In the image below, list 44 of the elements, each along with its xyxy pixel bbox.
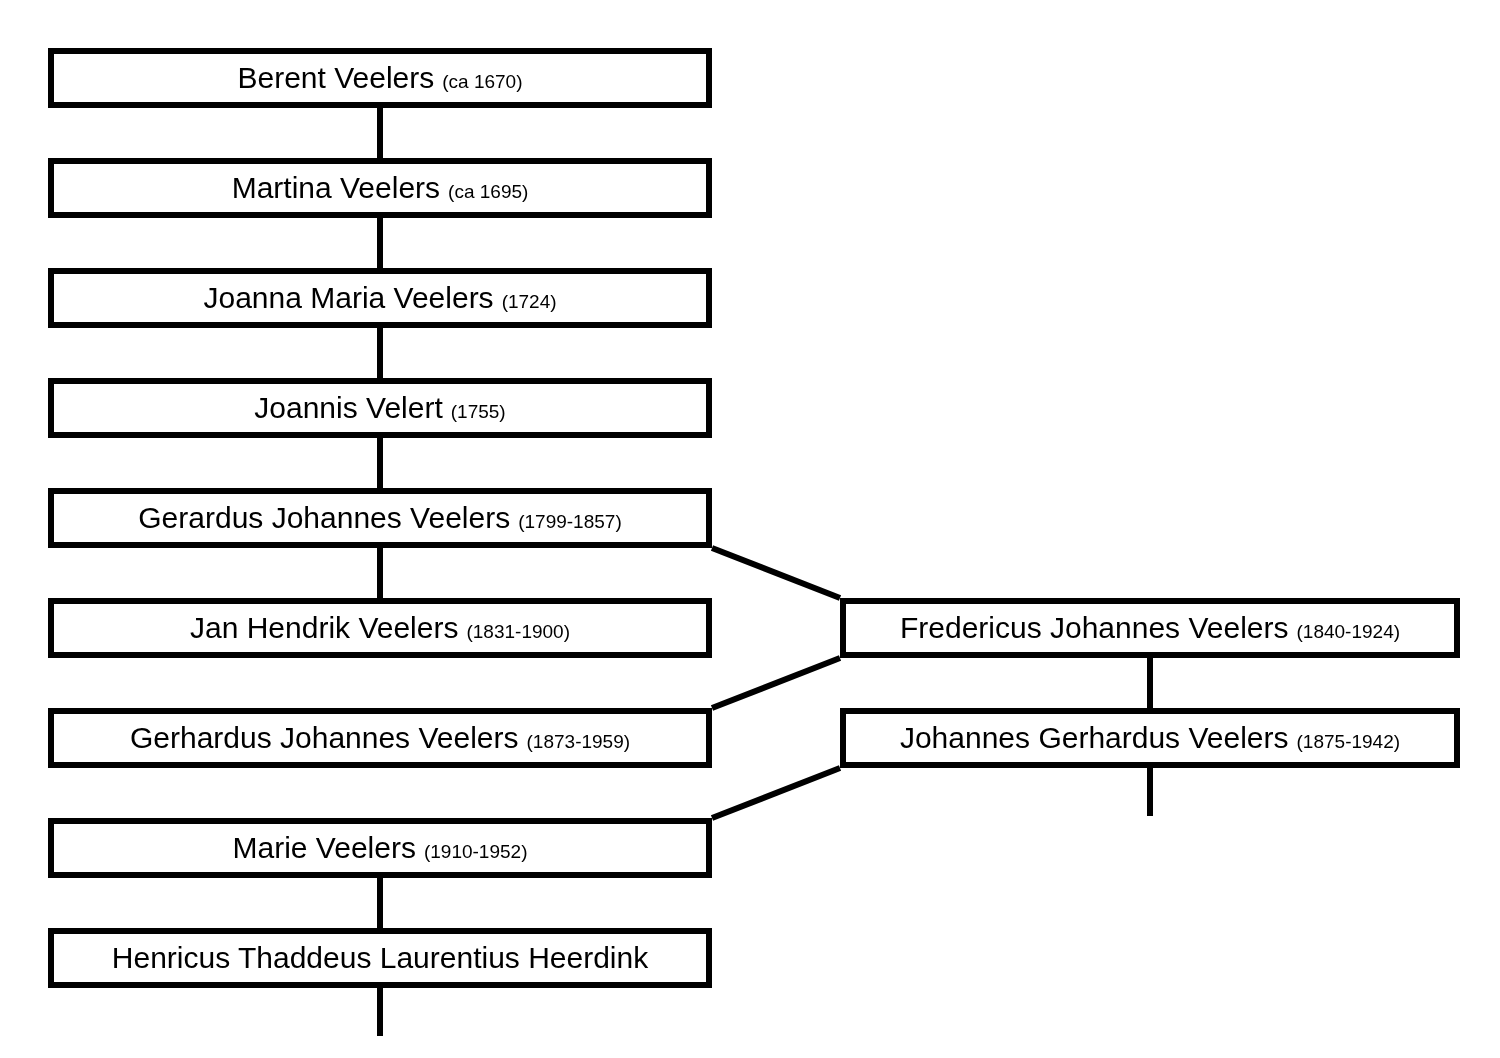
- connector-line: [377, 218, 383, 268]
- person-name: Henricus Thaddeus Laurentius Heerdink: [111, 943, 649, 973]
- connector-line: [710, 655, 842, 711]
- life-dates: (ca 1695): [448, 181, 529, 201]
- person-name: Joannis Velert: [254, 393, 443, 423]
- person-box: [48, 708, 712, 768]
- connector-line: [377, 548, 383, 598]
- connector-line: [1147, 658, 1153, 708]
- person-box: [48, 818, 712, 878]
- person-box: [48, 268, 712, 328]
- connector-line: [710, 765, 842, 821]
- person-box: [840, 708, 1460, 768]
- person-name: Fredericus Johannes Veelers: [899, 613, 1289, 643]
- connector-line: [710, 545, 842, 601]
- person-name: Gerhardus Johannes Veelers: [129, 723, 519, 753]
- life-dates: (1831-1900): [466, 621, 570, 641]
- life-dates: (ca 1670): [442, 71, 523, 91]
- connector-line: [377, 108, 383, 158]
- person-name: Joanna Maria Veelers: [203, 283, 494, 313]
- life-dates: (1910-1952): [423, 841, 528, 861]
- person-box: [48, 598, 712, 658]
- person-box: [840, 598, 1460, 658]
- person-name: Marie Veelers: [232, 833, 416, 863]
- person-name: Gerardus Johannes Veelers: [138, 503, 511, 533]
- person-box: [48, 48, 712, 108]
- life-dates: (1724): [501, 291, 557, 311]
- person-name: Jan Hendrik Veelers: [190, 613, 459, 643]
- person-name: Berent Veelers: [237, 63, 435, 93]
- life-dates: (1799-1857): [518, 511, 622, 531]
- life-dates: (1875-1942): [1296, 731, 1401, 751]
- connector-line: [377, 328, 383, 378]
- life-dates: (1755): [450, 401, 506, 421]
- person-box: [48, 378, 712, 438]
- connector-line: [377, 878, 383, 928]
- person-box: [48, 488, 712, 548]
- person-box: [48, 928, 712, 988]
- life-dates: (1873-1959): [526, 731, 631, 751]
- connector-line: [1147, 768, 1153, 816]
- connector-line: [377, 438, 383, 488]
- person-box: [48, 158, 712, 218]
- life-dates: (1840-1924): [1296, 621, 1401, 641]
- person-name: Johannes Gerhardus Veelers: [899, 723, 1289, 753]
- person-name: Martina Veelers: [231, 173, 441, 203]
- connector-line: [377, 988, 383, 1036]
